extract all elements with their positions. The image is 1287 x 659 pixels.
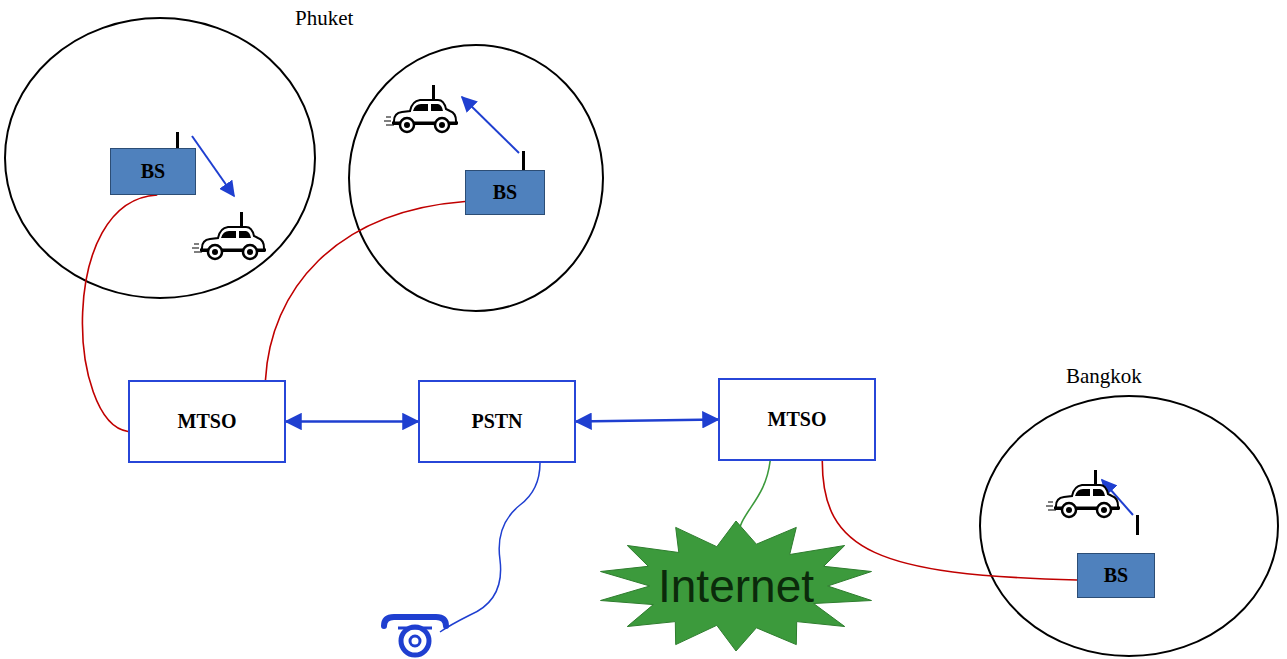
car-icon (384, 85, 458, 132)
link-cable (265, 202, 465, 381)
radio-link (462, 97, 519, 153)
node-label: PSTN (471, 410, 522, 433)
city-label: Phuket (295, 6, 353, 31)
link-cable (822, 461, 1077, 580)
switching-office-box: MTSO (128, 380, 286, 463)
internet-cloud: Internet (596, 520, 876, 652)
switching-office-box: MTSO (718, 378, 876, 461)
node-label: MTSO (178, 410, 237, 433)
car-icon (1046, 470, 1120, 517)
phone-wire (440, 463, 540, 632)
trunk-arrow (576, 420, 718, 422)
node-label: BS (493, 181, 517, 204)
base-station-box: BS (465, 170, 545, 215)
antenna (522, 151, 525, 171)
node-label: BS (141, 160, 165, 183)
trunk-arrow (286, 420, 418, 423)
cell-circle (980, 396, 1278, 656)
node-label: Internet (658, 559, 814, 613)
base-station-box: BS (1077, 553, 1155, 598)
base-station-box: BS (110, 148, 196, 195)
telephone-icon (384, 617, 446, 655)
car-icon (192, 212, 266, 259)
node-label: BS (1104, 564, 1128, 587)
antenna (1136, 515, 1139, 535)
cell-circle (5, 18, 315, 298)
pstn-box: PSTN (418, 380, 576, 463)
antenna (176, 132, 179, 149)
city-label: Bangkok (1066, 364, 1142, 389)
radio-link (192, 136, 234, 196)
node-label: MTSO (768, 408, 827, 431)
cell-circle (349, 45, 603, 311)
